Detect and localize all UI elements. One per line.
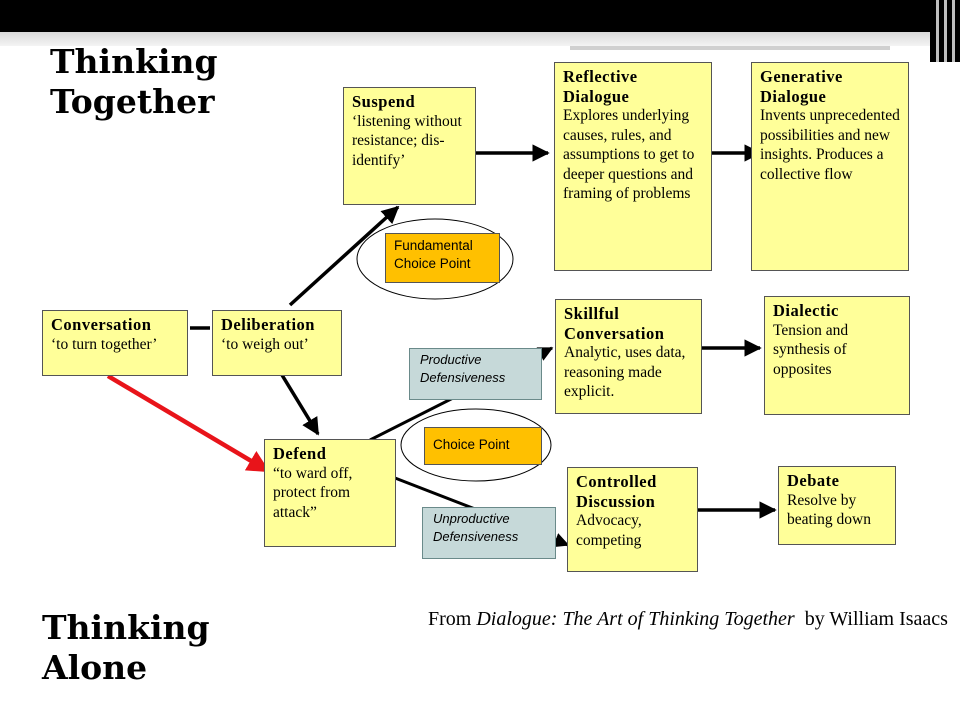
banner-stripe — [936, 0, 939, 62]
box-title: Suspend — [352, 92, 416, 111]
box-title: Conversation — [51, 315, 152, 334]
header-strip-accent — [570, 46, 890, 50]
arrow-deliberation-defend — [280, 374, 320, 436]
box-title: Defend — [273, 444, 327, 463]
box-dialectic: Dialectic Tension and synthesis of oppos… — [764, 296, 910, 415]
red-arrow-conversation-defend — [106, 374, 270, 473]
box-skillful-conversation: Skillful Conversation Analytic, uses dat… — [555, 299, 702, 414]
box-description: Invents unprecedented possibilities and … — [760, 107, 900, 183]
box-title: Deliberation — [221, 315, 315, 334]
box-debate: Debate Resolve by beating down — [778, 466, 896, 545]
heading-thinking-alone: Thinking Alone — [42, 608, 210, 687]
box-title: Reflective Dialogue — [563, 67, 638, 106]
box-description: ‘to weigh out’ — [221, 335, 309, 353]
header-strip — [0, 32, 930, 46]
choice-point: Choice Point — [424, 427, 542, 465]
box-description: ‘to turn together’ — [51, 335, 158, 353]
box-title: Debate — [787, 471, 840, 490]
citation: From Dialogue: The Art of Thinking Toget… — [428, 606, 948, 633]
box-title: Skillful Conversation — [564, 304, 665, 343]
box-description: Resolve by beating down — [787, 491, 871, 529]
box-conversation: Conversation ‘to turn together’ — [42, 310, 188, 376]
box-description: Explores underlying causes, rules, and a… — [563, 107, 695, 202]
corner-banner — [930, 0, 960, 62]
top-banner — [0, 0, 960, 32]
heading-thinking-together: Thinking Together — [50, 42, 218, 121]
box-title: Controlled Discussion — [576, 472, 657, 511]
banner-stripe — [952, 0, 955, 62]
box-title: Dialectic — [773, 301, 839, 320]
box-deliberation: Deliberation ‘to weigh out’ — [212, 310, 342, 376]
choice-point-ellipse — [400, 408, 552, 482]
fundamental-choice-point: Fundamental Choice Point — [385, 233, 500, 283]
label-unproductive-defensiveness: Unproductive Defensiveness — [422, 507, 556, 559]
citation-prefix: From — [428, 608, 477, 630]
arrow-deliberation-suspend — [288, 205, 400, 307]
box-generative-dialogue: Generative Dialogue Invents unprecedente… — [751, 62, 909, 271]
box-description: “to ward off, protect from attack” — [273, 464, 353, 521]
label-productive-defensiveness: Productive Defensiveness — [409, 348, 542, 400]
box-suspend: Suspend ‘listening without resistance; d… — [343, 87, 476, 205]
citation-author: by William Isaacs — [794, 608, 948, 630]
box-defend: Defend “to ward off, protect from attack… — [264, 439, 396, 547]
fundamental-choice-ellipse — [356, 218, 514, 300]
box-title: Generative Dialogue — [760, 67, 843, 106]
box-description: Tension and synthesis of opposites — [773, 321, 849, 378]
box-controlled-discussion: Controlled Discussion Advocacy, competin… — [567, 467, 698, 572]
box-description: ‘listening without resistance; dis-ident… — [352, 112, 462, 169]
banner-stripe — [944, 0, 947, 62]
citation-book-title: Dialogue: The Art of Thinking Together — [476, 608, 795, 630]
box-description: Advocacy, competing — [576, 512, 642, 549]
box-reflective-dialogue: Reflective Dialogue Explores underlying … — [554, 62, 712, 271]
box-description: Analytic, uses data, reasoning made expl… — [564, 344, 686, 400]
